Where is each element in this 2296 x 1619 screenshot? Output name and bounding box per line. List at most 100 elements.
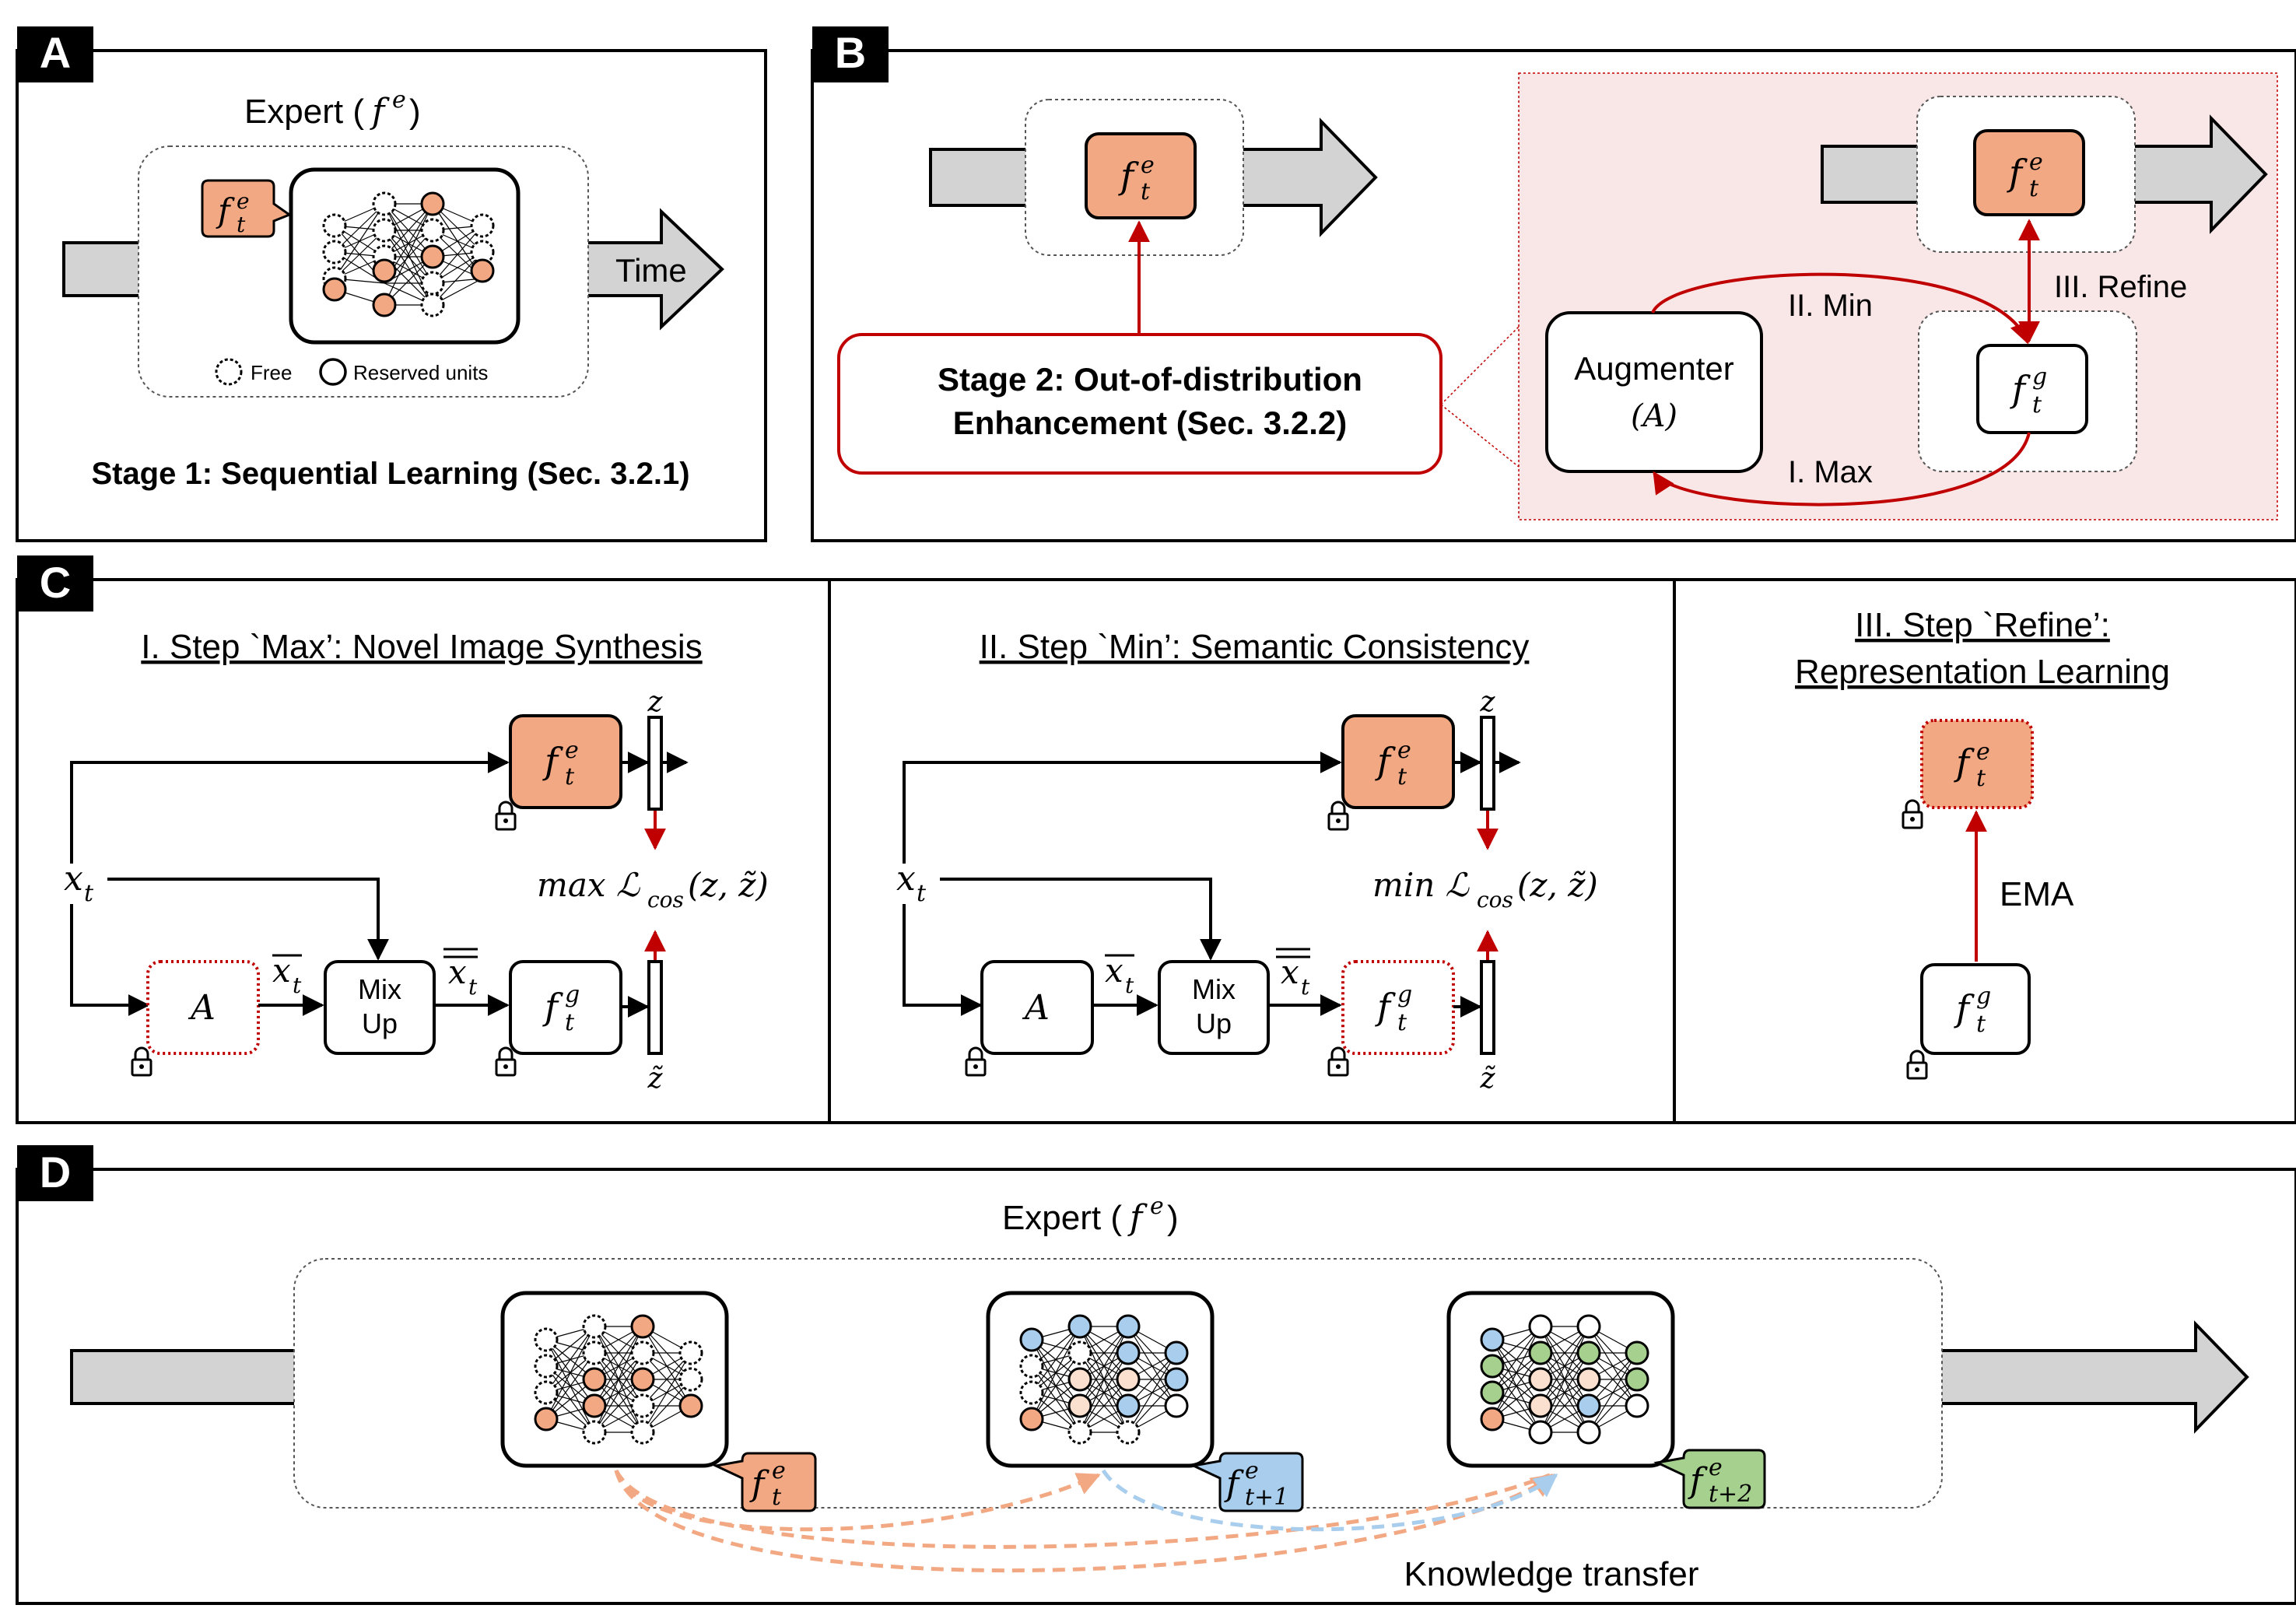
- network-unit: [582, 1340, 607, 1365]
- panel-b-stage-line2: Enhancement (Sec. 3.2.2): [953, 405, 1348, 441]
- panel-a-expert-close: ): [409, 93, 421, 131]
- network-unit: [1067, 1367, 1092, 1392]
- network-unit: [630, 1340, 655, 1365]
- col3-title-line2: Representation Learning: [1795, 653, 2170, 691]
- network-unit: [1528, 1340, 1553, 1365]
- panel-d: D Expert ( f e ) f e t f e t+1 f e t+2 K…: [16, 1145, 2296, 1605]
- panel-b: B f e t Stage 2: Out-of-distribution Enh…: [811, 26, 2296, 542]
- panel-a-tag-box: [17, 26, 93, 82]
- augmenter-box: [1545, 311, 1763, 473]
- col2-loss: min ℒ: [1372, 866, 1470, 904]
- panel-b-model-g: [1976, 344, 2088, 434]
- network-unit: [1116, 1393, 1141, 1418]
- network-edge: [1127, 1352, 1177, 1433]
- network-units: [322, 191, 495, 317]
- network-box: [289, 167, 521, 345]
- panel-b-model-e: [1085, 132, 1197, 219]
- panel-b-model-e-sub: t: [1141, 178, 1151, 205]
- network-edge: [1540, 1352, 1590, 1433]
- expert-network-t2: [1446, 1291, 1675, 1468]
- col1-loss-sub: cos: [647, 887, 684, 913]
- network-unit: [1164, 1393, 1189, 1418]
- network-edge: [642, 1379, 692, 1433]
- network-unit: [1116, 1340, 1141, 1365]
- panel-b-model-e-sup: e: [1141, 152, 1155, 179]
- legend-reserved-label: Reserved units: [353, 361, 488, 384]
- expert-t1-sup: e: [1245, 1457, 1259, 1484]
- model-callout-sup: e: [237, 188, 250, 214]
- network-unit: [582, 1367, 607, 1392]
- col2-xbarbar-sub: t: [1301, 974, 1310, 1000]
- network-unit: [630, 1367, 655, 1392]
- min-arrow: [1651, 272, 2031, 345]
- panel-d-expert-label: Expert (: [1002, 1199, 1122, 1237]
- col1-model-e-sup: e: [565, 737, 579, 764]
- col2-augmenter: [980, 960, 1094, 1055]
- network-unit: [582, 1314, 607, 1339]
- col2-z-feature: [1480, 716, 1495, 811]
- col2-model-e-sup: e: [1397, 737, 1411, 764]
- col1-xbar-label: x: [272, 951, 291, 990]
- expert-t2-sup: e: [1709, 1454, 1723, 1481]
- col3-model-e-sub: t: [1976, 765, 1986, 792]
- col1-xbar-sub: t: [293, 972, 302, 998]
- panel-b-zoom-model-e-sup: e: [2029, 149, 2043, 176]
- panel-a: A Expert ( f e ) Time: [16, 26, 767, 542]
- panel-d-tag-box: [17, 1145, 93, 1201]
- network-unit: [1480, 1354, 1505, 1379]
- network-unit: [1528, 1314, 1553, 1339]
- col3-model-g-sup: g: [1976, 983, 1991, 1010]
- ema-label: EMA: [2000, 875, 2074, 913]
- col2-loss-args: (z, z̃): [1517, 866, 1598, 904]
- network-unit: [534, 1327, 559, 1352]
- panel-b-tag: B: [835, 28, 866, 77]
- network-unit: [1528, 1420, 1553, 1445]
- network-edge: [1540, 1326, 1590, 1407]
- network-edge: [545, 1326, 595, 1420]
- expert-t-sub: t: [772, 1484, 782, 1511]
- network-unit: [1164, 1340, 1189, 1365]
- network-unit: [1625, 1393, 1649, 1418]
- network-unit: [1625, 1340, 1649, 1365]
- network-edge: [1492, 1326, 1541, 1420]
- network-edge: [594, 1352, 643, 1433]
- network-edge: [1079, 1326, 1129, 1407]
- network-unit: [1019, 1380, 1044, 1405]
- network-unit: [1528, 1367, 1553, 1392]
- col3-model-e: [1920, 719, 2034, 809]
- network-unit: [1067, 1420, 1092, 1445]
- network-edge: [1492, 1352, 1541, 1420]
- panel-a-expert-sup: e: [392, 86, 406, 114]
- network-unit: [1067, 1314, 1092, 1339]
- col1-x-sub: t: [84, 880, 94, 907]
- col2-mixup-line1: Mix: [1192, 973, 1236, 1005]
- panel-b-refine-label: III. Refine: [2054, 270, 2187, 304]
- transfer-t-to-t1: [614, 1470, 1101, 1532]
- network-unit: [1576, 1393, 1601, 1418]
- network-edge: [1031, 1326, 1081, 1420]
- col2-x-sub: t: [917, 880, 927, 907]
- network-edge: [1492, 1326, 1541, 1393]
- network-unit: [1625, 1367, 1649, 1392]
- max-arrow: [1653, 432, 2031, 506]
- panel-b-stage-box: [837, 333, 1442, 475]
- network-unit: [1480, 1407, 1505, 1432]
- col3-model-e-sup: e: [1976, 738, 1990, 766]
- panel-c: C I. Step `Max’: Novel Image Synthesis f…: [16, 555, 2296, 1124]
- col2-z-label: z: [1480, 686, 1496, 718]
- col2-xbar-sub: t: [1125, 972, 1134, 998]
- network-unit: [630, 1420, 655, 1445]
- panel-a-expert-label: Expert (: [244, 93, 364, 131]
- network-unit: [1576, 1314, 1601, 1339]
- panel-d-expert-sup: e: [1150, 1193, 1164, 1220]
- network-unit: [1116, 1420, 1141, 1445]
- panel-b-stage-line1: Stage 2: Out-of-distribution: [938, 361, 1362, 398]
- network-unit: [678, 1340, 703, 1365]
- expert-t2-callout: [1653, 1449, 1766, 1509]
- col1-mixup-line1: Mix: [358, 973, 401, 1005]
- col2-augmenter-label: A: [1022, 988, 1050, 1028]
- panel-c-tag: C: [40, 558, 71, 607]
- col1-x-label: x: [64, 859, 83, 899]
- network-unit: [534, 1407, 559, 1432]
- network-edge: [545, 1326, 595, 1393]
